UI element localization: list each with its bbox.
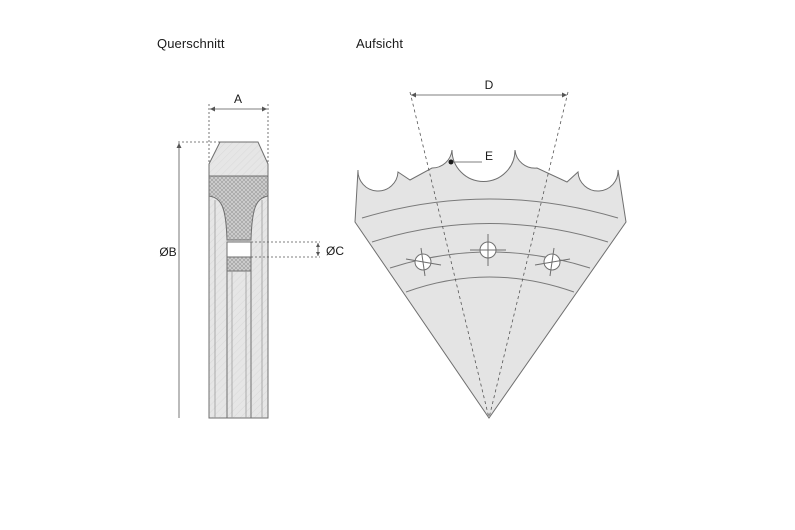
cross-section-view xyxy=(208,141,269,419)
sector-body xyxy=(354,149,627,419)
top-view xyxy=(354,91,627,419)
dimension-d-label: D xyxy=(485,78,494,92)
section-tip xyxy=(208,141,269,177)
dimension-a xyxy=(208,104,269,164)
dimension-a-label: A xyxy=(234,92,242,106)
section-bore xyxy=(226,241,252,258)
section-hatched-lower xyxy=(226,256,252,272)
callout-e xyxy=(448,159,482,165)
mounting-hole-left xyxy=(405,247,442,277)
dimension-b-label: ØB xyxy=(159,245,176,259)
mounting-hole-center xyxy=(470,234,506,266)
dimension-c xyxy=(251,241,320,258)
top-view-heading: Aufsicht xyxy=(356,36,404,51)
dimension-c-label: ØC xyxy=(326,244,344,258)
cross-section-heading: Querschnitt xyxy=(157,36,225,51)
callout-e-label: E xyxy=(485,149,493,163)
dimension-b xyxy=(176,141,220,418)
dimension-d xyxy=(411,92,567,98)
section-hatched-zone xyxy=(208,175,269,241)
mounting-hole-right xyxy=(534,247,571,277)
